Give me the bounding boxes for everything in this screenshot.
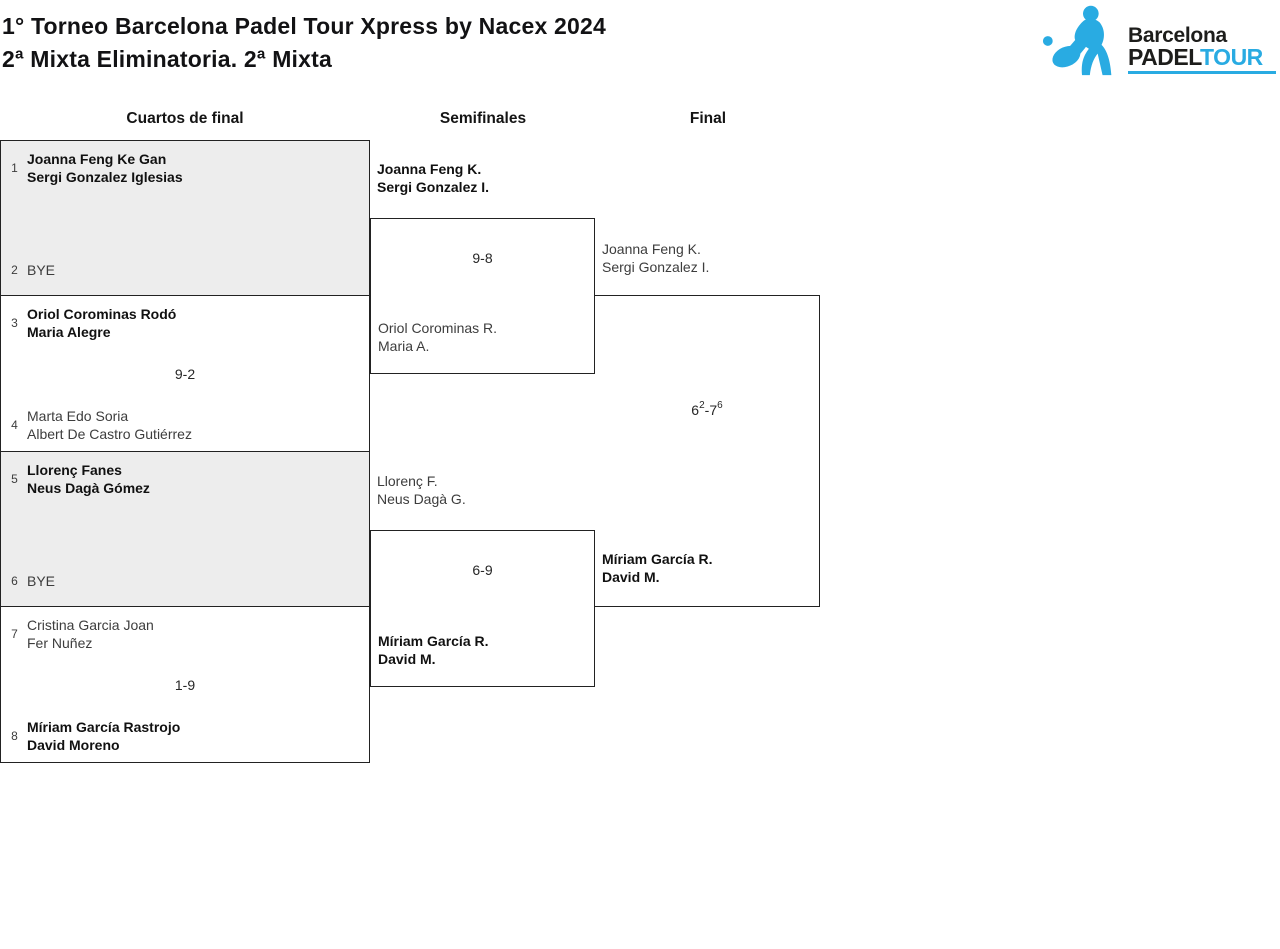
bye-label: BYE	[27, 573, 56, 589]
team-names: Joanna Feng Ke Gan Sergi Gonzalez Iglesi…	[27, 151, 183, 185]
seed-number: 5	[11, 472, 18, 486]
qf-match-3: 5 Llorenç Fanes Neus Dagà Gómez 6 BYE	[0, 451, 370, 607]
team-names: Oriol Corominas Rodó Maria Alegre	[27, 306, 177, 340]
logo-padeltour-text: PADELTOUR	[1128, 46, 1276, 69]
padel-player-icon	[1042, 5, 1112, 76]
qf2-score: 9-2	[174, 365, 196, 382]
qf4-entrant-top: 7 Cristina Garcia Joan Fer Nuñez	[9, 616, 154, 652]
barcelona-padel-tour-logo: Barcelona PADELTOUR	[1040, 4, 1276, 76]
logo-tour-text: TOUR	[1200, 44, 1263, 70]
sf2-entrant-bottom: Míriam García R. David M.	[378, 633, 489, 667]
qf4-entrant-bottom: 8 Míriam García Rastrojo David Moreno	[9, 718, 180, 754]
seed-number: 4	[11, 418, 18, 432]
seed-number: 2	[11, 263, 18, 277]
page-title-line1: 1° Torneo Barcelona Padel Tour Xpress by…	[2, 13, 607, 39]
qf3-entrant-top: 5 Llorenç Fanes Neus Dagà Gómez	[9, 461, 150, 497]
page-subtitle: 2ª Mixta Eliminatoria. 2ª Mixta	[2, 46, 332, 72]
qf3-entrant-bottom: 6 BYE	[9, 572, 55, 590]
sf2-entrant-top: Llorenç F. Neus Dagà G.	[377, 473, 466, 507]
page-title: 1° Torneo Barcelona Padel Tour Xpress by…	[2, 10, 606, 76]
qf4-score: 1-9	[174, 676, 196, 693]
team-names: Míriam García Rastrojo David Moreno	[27, 719, 181, 753]
seed-number: 8	[11, 729, 18, 743]
qf1-entrant-bottom: 2 BYE	[9, 261, 55, 279]
final-score: 62-76	[691, 400, 723, 418]
team-names: Llorenç Fanes Neus Dagà Gómez	[27, 462, 150, 496]
logo-barcelona-text: Barcelona	[1128, 24, 1227, 47]
team-names: Marta Edo Soria Albert De Castro Gutiérr…	[27, 408, 192, 442]
qf-match-4: 7 Cristina Garcia Joan Fer Nuñez 1-9 8 M…	[0, 606, 370, 763]
sf-match-1: 9-8 Oriol Corominas R. Maria A.	[370, 218, 595, 374]
qf-match-1: 1 Joanna Feng Ke Gan Sergi Gonzalez Igle…	[0, 140, 370, 296]
seed-number: 6	[11, 574, 18, 588]
sf2-score: 6-9	[472, 562, 493, 578]
seed-number: 1	[11, 161, 18, 175]
round-header-quarterfinals: Cuartos de final	[126, 110, 244, 127]
qf2-entrant-bottom: 4 Marta Edo Soria Albert De Castro Gutié…	[9, 407, 192, 443]
round-header-final: Final	[689, 110, 727, 127]
round-header-semifinals: Semifinales	[439, 110, 527, 127]
seed-number: 7	[11, 627, 18, 641]
logo-wordmark: Barcelona PADELTOUR	[1128, 4, 1276, 74]
seed-number: 3	[11, 316, 18, 330]
sf1-score: 9-8	[472, 250, 493, 266]
qf-match-2: 3 Oriol Corominas Rodó Maria Alegre 9-2 …	[0, 295, 370, 452]
final-match: 62-76 Míriam García R. David M.	[595, 295, 820, 607]
sf1-entrant-top: Joanna Feng K. Sergi Gonzalez I.	[377, 161, 490, 195]
final-entrant-top: Joanna Feng K. Sergi Gonzalez I.	[602, 241, 710, 275]
logo-padel-text: PADEL	[1128, 44, 1201, 70]
sf1-entrant-bottom: Oriol Corominas R. Maria A.	[378, 320, 498, 354]
sf-match-2: 6-9 Míriam García R. David M.	[370, 530, 595, 687]
qf1-entrant-top: 1 Joanna Feng Ke Gan Sergi Gonzalez Igle…	[9, 150, 183, 186]
team-names: Cristina Garcia Joan Fer Nuñez	[27, 617, 154, 651]
final-entrant-bottom: Míriam García R. David M.	[602, 551, 713, 585]
logo-underline	[1128, 71, 1276, 74]
bye-label: BYE	[27, 262, 56, 278]
qf2-entrant-top: 3 Oriol Corominas Rodó Maria Alegre	[9, 305, 176, 341]
